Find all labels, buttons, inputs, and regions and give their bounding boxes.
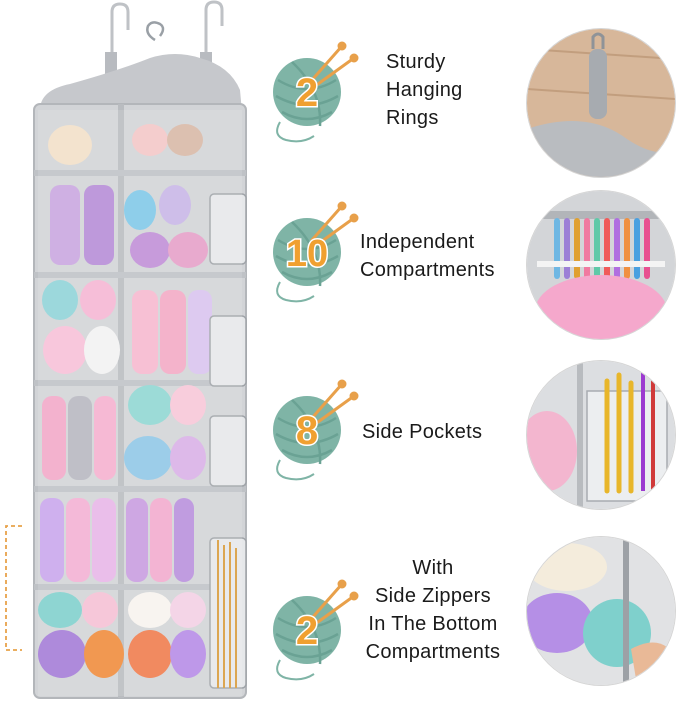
feature-4-line-4: Compartments xyxy=(365,641,501,663)
feature-1-line-3: Rings xyxy=(386,107,439,129)
hanger-icon xyxy=(146,21,165,42)
feature-2-line-2: Compartments xyxy=(360,259,495,281)
feature-2-number: 10 xyxy=(286,233,328,275)
feature-4-line-1: With xyxy=(412,557,454,579)
feature-3-text: Side Pockets xyxy=(362,418,482,446)
feature-4-number: 2 xyxy=(296,609,318,653)
feature-4-text: With Side Zippers In The Bottom Compartm… xyxy=(358,554,508,666)
feature-2-text: Independent Compartments xyxy=(360,228,495,284)
feature-hanging-rings: 2 Sturdy Hanging Rings xyxy=(262,40,532,160)
feature-side-pockets: 8 Side Pockets xyxy=(262,378,532,498)
feature-compartments: 10 Independent Compartments xyxy=(262,200,532,320)
yarn-rows xyxy=(38,124,212,678)
feature-3-number: 8 xyxy=(296,409,318,453)
knitting-needles-icon xyxy=(310,201,359,246)
detail-photo-compartments xyxy=(526,190,676,340)
feature-1-number: 2 xyxy=(296,71,318,115)
knitting-needles-icon xyxy=(310,379,359,424)
knitting-needles-icon xyxy=(310,41,359,86)
hook-icon xyxy=(110,0,224,55)
feature-1-text: Sturdy Hanging Rings xyxy=(386,48,463,132)
feature-4-line-3: In The Bottom xyxy=(368,613,498,635)
organizer-product-image xyxy=(0,0,260,704)
detail-photo-side-zipper xyxy=(526,536,676,686)
detail-photo-hanging-ring xyxy=(526,28,676,178)
feature-side-zippers: 2 With Side Zippers In The Bottom Compar… xyxy=(262,557,532,681)
feature-2-line-1: Independent xyxy=(360,231,475,253)
yarn-ball-icon: 10 xyxy=(273,201,359,303)
detail-photo-side-pockets xyxy=(526,360,676,510)
yarn-ball-icon: 2 xyxy=(273,41,359,143)
yarn-ball-icon: 2 xyxy=(273,579,359,681)
feature-1-line-1: Sturdy xyxy=(386,51,446,73)
feature-1-line-2: Hanging xyxy=(386,79,463,101)
feature-3-line-1: Side Pockets xyxy=(362,421,483,443)
feature-4-line-2: Side Zippers xyxy=(375,585,491,607)
organizer-illustration xyxy=(5,0,247,699)
knitting-needles-icon xyxy=(310,579,359,624)
dimension-bracket xyxy=(5,525,22,651)
yarn-ball-icon: 8 xyxy=(273,379,359,481)
